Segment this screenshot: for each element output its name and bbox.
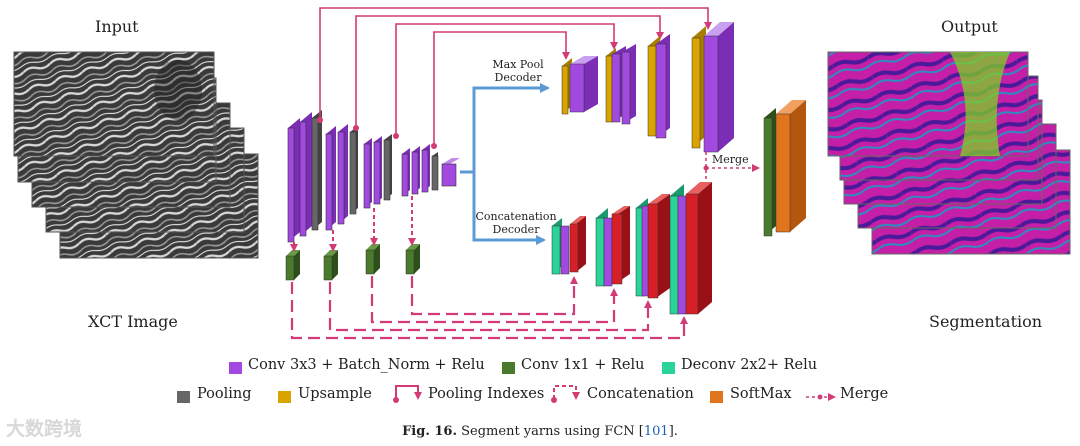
conv1x1-dashed-links [290, 196, 416, 252]
watermark: 大数跨境 [6, 418, 83, 440]
concatenation-decoder-label: Concatenation Decoder [468, 210, 564, 236]
legend-swatches [177, 362, 836, 403]
concat-decoder [551, 182, 712, 315]
merge-dot [703, 165, 709, 171]
conv1x1-blocks [285, 244, 420, 281]
legend-pooling-label: Pooling [197, 386, 252, 402]
legend-conv1x1-label: Conv 1x1 + Relu [521, 357, 645, 373]
concatenation-decoder-line2: Decoder [492, 223, 540, 236]
figure-caption: Fig. 16. Segment yarns using FCN [101]. [0, 424, 1080, 439]
softmax-head [763, 100, 806, 237]
caption-fig-number: Fig. 16. [402, 424, 457, 439]
concatenation-lines [290, 276, 688, 340]
legend-merge-label: Merge [840, 386, 889, 402]
segmentation-label: Segmentation [929, 312, 1043, 331]
xct-image-label: XCT Image [88, 312, 178, 331]
input-label: Input [95, 17, 139, 36]
legend-softmax-label: SoftMax [730, 386, 792, 402]
decoder-branch-arrows [460, 83, 550, 245]
legend-concatenation-label: Concatenation [587, 386, 694, 402]
caption-text: Segment yarns using FCN [ [461, 424, 644, 439]
merge-label: Merge [712, 153, 749, 166]
legend-deconv-label: Deconv 2x2+ Relu [681, 357, 818, 373]
legend-upsample-label: Upsample [298, 386, 372, 402]
pooling-index-lines [319, 7, 712, 146]
max-pool-decoder-line1: Max Pool [492, 58, 544, 71]
concatenation-decoder-line1: Concatenation [475, 210, 557, 223]
max-pool-decoder-line2: Decoder [494, 71, 542, 84]
output-label: Output [941, 17, 998, 36]
max-pool-decoder-label: Max Pool Decoder [478, 58, 558, 84]
caption-end: ]. [668, 424, 678, 439]
maxpool-decoder [561, 22, 734, 153]
xct-image-stack [13, 51, 259, 259]
pooling-index-dots [317, 117, 437, 149]
caption-ref-link[interactable]: 101 [643, 424, 669, 439]
legend-conv-label: Conv 3x3 + Batch_Norm + Relu [248, 357, 485, 373]
encoder [287, 110, 460, 243]
segmentation-output-stack [827, 51, 1071, 255]
legend-pooling-indexes-label: Pooling Indexes [428, 386, 545, 402]
